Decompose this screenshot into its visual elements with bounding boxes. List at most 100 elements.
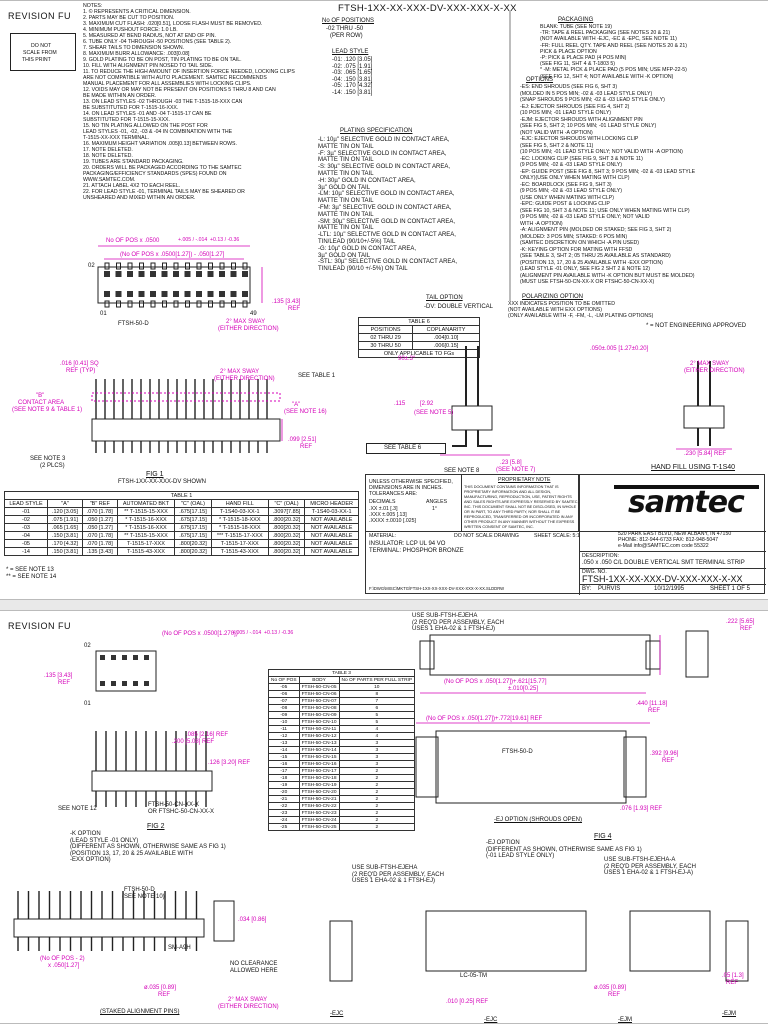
dim-440-ref: REF [648, 708, 660, 714]
either-dir-3: (EITHER DIRECTION) [684, 368, 745, 374]
table3-cell: -10 [268, 718, 300, 726]
staked-label: (STAKED ALIGNMENT PINS) [100, 1009, 180, 1015]
option-item: (POSITION 13, 17, 20 & 25 AVAILABLE WITH… [520, 259, 663, 266]
table3-cell: 4 [338, 732, 416, 740]
option-item: (10 POS MIN; -01 LEAD STYLE ONLY) [520, 110, 612, 116]
option-item: -EJ: EJECTOR SHROUDS (SEE FIG 4, SHT 2) [520, 103, 630, 110]
table1-cell: -04 [3, 531, 49, 540]
tb-angle-tol: 1° [432, 506, 437, 512]
table3-cell: -09 [268, 711, 300, 719]
table1-title: TABLE 1 [4, 491, 359, 500]
table1-cell: *** T-1515-17-XXX [210, 531, 269, 540]
dim-pos-top: No OF POS x .0500 [106, 238, 160, 244]
tb-do-not-scale: DO NOT SCALE DRAWING [454, 533, 519, 539]
pin-top [150, 291, 156, 297]
lead-style-item: -03: .065 [1.65] [332, 70, 373, 76]
angle-90: 90±.3° [398, 356, 416, 362]
plating-item: -SM: 30µ" SELECTIVE GOLD IN CONTACT AREA… [318, 218, 456, 225]
dim-085: .085 [2.16] REF [186, 732, 229, 738]
pin-top [127, 271, 133, 277]
note-line: 22. FOR LEAD STYLE -01, TERMINAL TAILS M… [83, 189, 245, 195]
tb-phone: PHONE: 812-944-6733 FAX: 812-948-5047 [618, 537, 719, 543]
pin-top [230, 271, 237, 277]
pin [144, 655, 149, 660]
proprietary-title: PROPRIETARY NOTE [498, 477, 551, 483]
packaging-item: PICK & PLACE OPTION [540, 48, 597, 55]
dim-135-s2: .135 [3.43] [44, 673, 73, 679]
table3-cell: -05 [268, 683, 300, 691]
ejector-latch [419, 640, 435, 670]
do-not-scale-box [10, 33, 76, 71]
lead-style-item: -04: .150 [3.81] [332, 76, 373, 83]
dim-pos-top-tol: +.005 / -.014 [178, 237, 208, 243]
tb-divider3 [579, 568, 766, 569]
packaging-item: -FR: FULL REEL QTY. TAPE AND REEL (SEE N… [540, 42, 688, 49]
note-line: 7. SHEAR TAILS TO DIMENSION SHOWN. [83, 45, 185, 51]
table3-cell: FTSH-50-CN-25 [298, 823, 340, 831]
table3-cell: 2 [338, 809, 416, 817]
plating-item: MATTE TIN ON TAIL [318, 157, 374, 164]
fig4-label: FIG 4 [594, 833, 612, 840]
use-sub-line: USES 1 EHA-02 & 1 FTSH-EJ) [352, 878, 436, 884]
shroud-top [429, 634, 651, 676]
proprietary-line: AND SALES RIGHTS ARE EXPRESSLY RESERVED … [464, 500, 579, 504]
pin-top [207, 291, 214, 297]
pin-top [184, 271, 191, 277]
pin-tail [104, 300, 110, 308]
proprietary-line: WRITTEN CONSENT OF SAMTEC, INC. [464, 525, 534, 529]
options-label: OPTIONS [526, 77, 554, 83]
tb-angles: ANGLES [426, 499, 448, 505]
table3-cell: -20 [268, 788, 300, 796]
polarizing-item: XXX INDICATES POSITION TO BE OMITTED [508, 301, 615, 307]
shroud-ejm [629, 910, 711, 972]
table3-cell: 6 [338, 704, 416, 712]
pin-top [138, 291, 145, 297]
tb-date: 10/12/1995 [654, 586, 685, 592]
dim-115-mm: [2.92 [420, 401, 434, 407]
fig2-body [91, 770, 213, 792]
table1-cell: .050 [1.27] [81, 515, 118, 524]
pin-tail [219, 262, 225, 270]
sheet2-drawing [13, 630, 749, 982]
fig4-subtitle-line: -EJ OPTION [486, 840, 520, 846]
table3-cell: 7 [338, 697, 416, 705]
option-item: (SNAP SHROUDS 9 POS MIN; -02 & -03 LEAD … [520, 97, 665, 103]
pin-top [219, 291, 225, 297]
fig1-label: FIG 1 [146, 471, 164, 478]
table3-cell: -06 [268, 690, 300, 698]
proprietary-line: OR IN PART, TO ANY THIRD PARTY, NOR SHAL… [464, 510, 561, 514]
ej-option-label: -EJ OPTION (SHROUDS OPEN) [494, 817, 583, 823]
packaging-item: -TR: TAPE & REEL PACKAGING (SEE NOTES 20… [540, 30, 671, 37]
table3-cell: 2 [338, 781, 416, 789]
packaging-item: * -M: METAL PICK & PLACE PAD (5 POS MIN;… [540, 67, 687, 74]
ejc-label-2: -EJC [484, 1017, 498, 1023]
table1-cell: .675[17.15] [174, 507, 212, 516]
table1-cell: NOT AVAILABLE [304, 515, 359, 524]
table3-cell: -17 [268, 767, 300, 775]
option-item: (SEE FIG 5, SHT 2; 10 POS MIN; -01 LEAD … [520, 123, 657, 129]
table-row: -02.075 [1.91].050 [1.27]* T-1515-16-XXX… [3, 515, 359, 524]
packaging-item: (SEE FIG 11, SHT 4 & T-1803 5) [540, 61, 615, 68]
tb-file-path: F:\DWG\MISC\MKTG\FTSH-1XX-XX-XXX-DV-XXX-… [369, 586, 505, 591]
drawing-sheet-2: REVISION FU (No OF POS x .0500[1.270]) +… [0, 610, 768, 1024]
table1-header: HAND FILL [210, 499, 269, 508]
label-01: 01 [100, 311, 107, 317]
note-line: 1. © REPRESENTS A CRITICAL DIMENSION. [83, 9, 191, 15]
pin-top [242, 271, 248, 277]
dim-135-ref: REF [288, 306, 300, 312]
lead-style-item: -14: .150 [3.81] [332, 89, 373, 96]
lead-style-item: -01: .120 [3.05] [332, 57, 373, 63]
table3-cell: FTSH-50-CN-07 [298, 697, 340, 705]
fig2-subtitle-line: (DIFFERENT AS SHOWN, OTHERWISE SAME AS F… [70, 844, 226, 850]
plating-item: MATTE TIN ON TAIL [318, 225, 374, 232]
pin-tail [116, 300, 121, 308]
table1-cell: .800[20.32] [267, 531, 306, 540]
table3-cell: FTSH-50-CN-08 [298, 704, 340, 712]
plating-item: -G: 10µ" GOLD IN CONTACT AREA, [318, 245, 417, 252]
see-note-12: SEE NOTE 12 [58, 806, 97, 812]
